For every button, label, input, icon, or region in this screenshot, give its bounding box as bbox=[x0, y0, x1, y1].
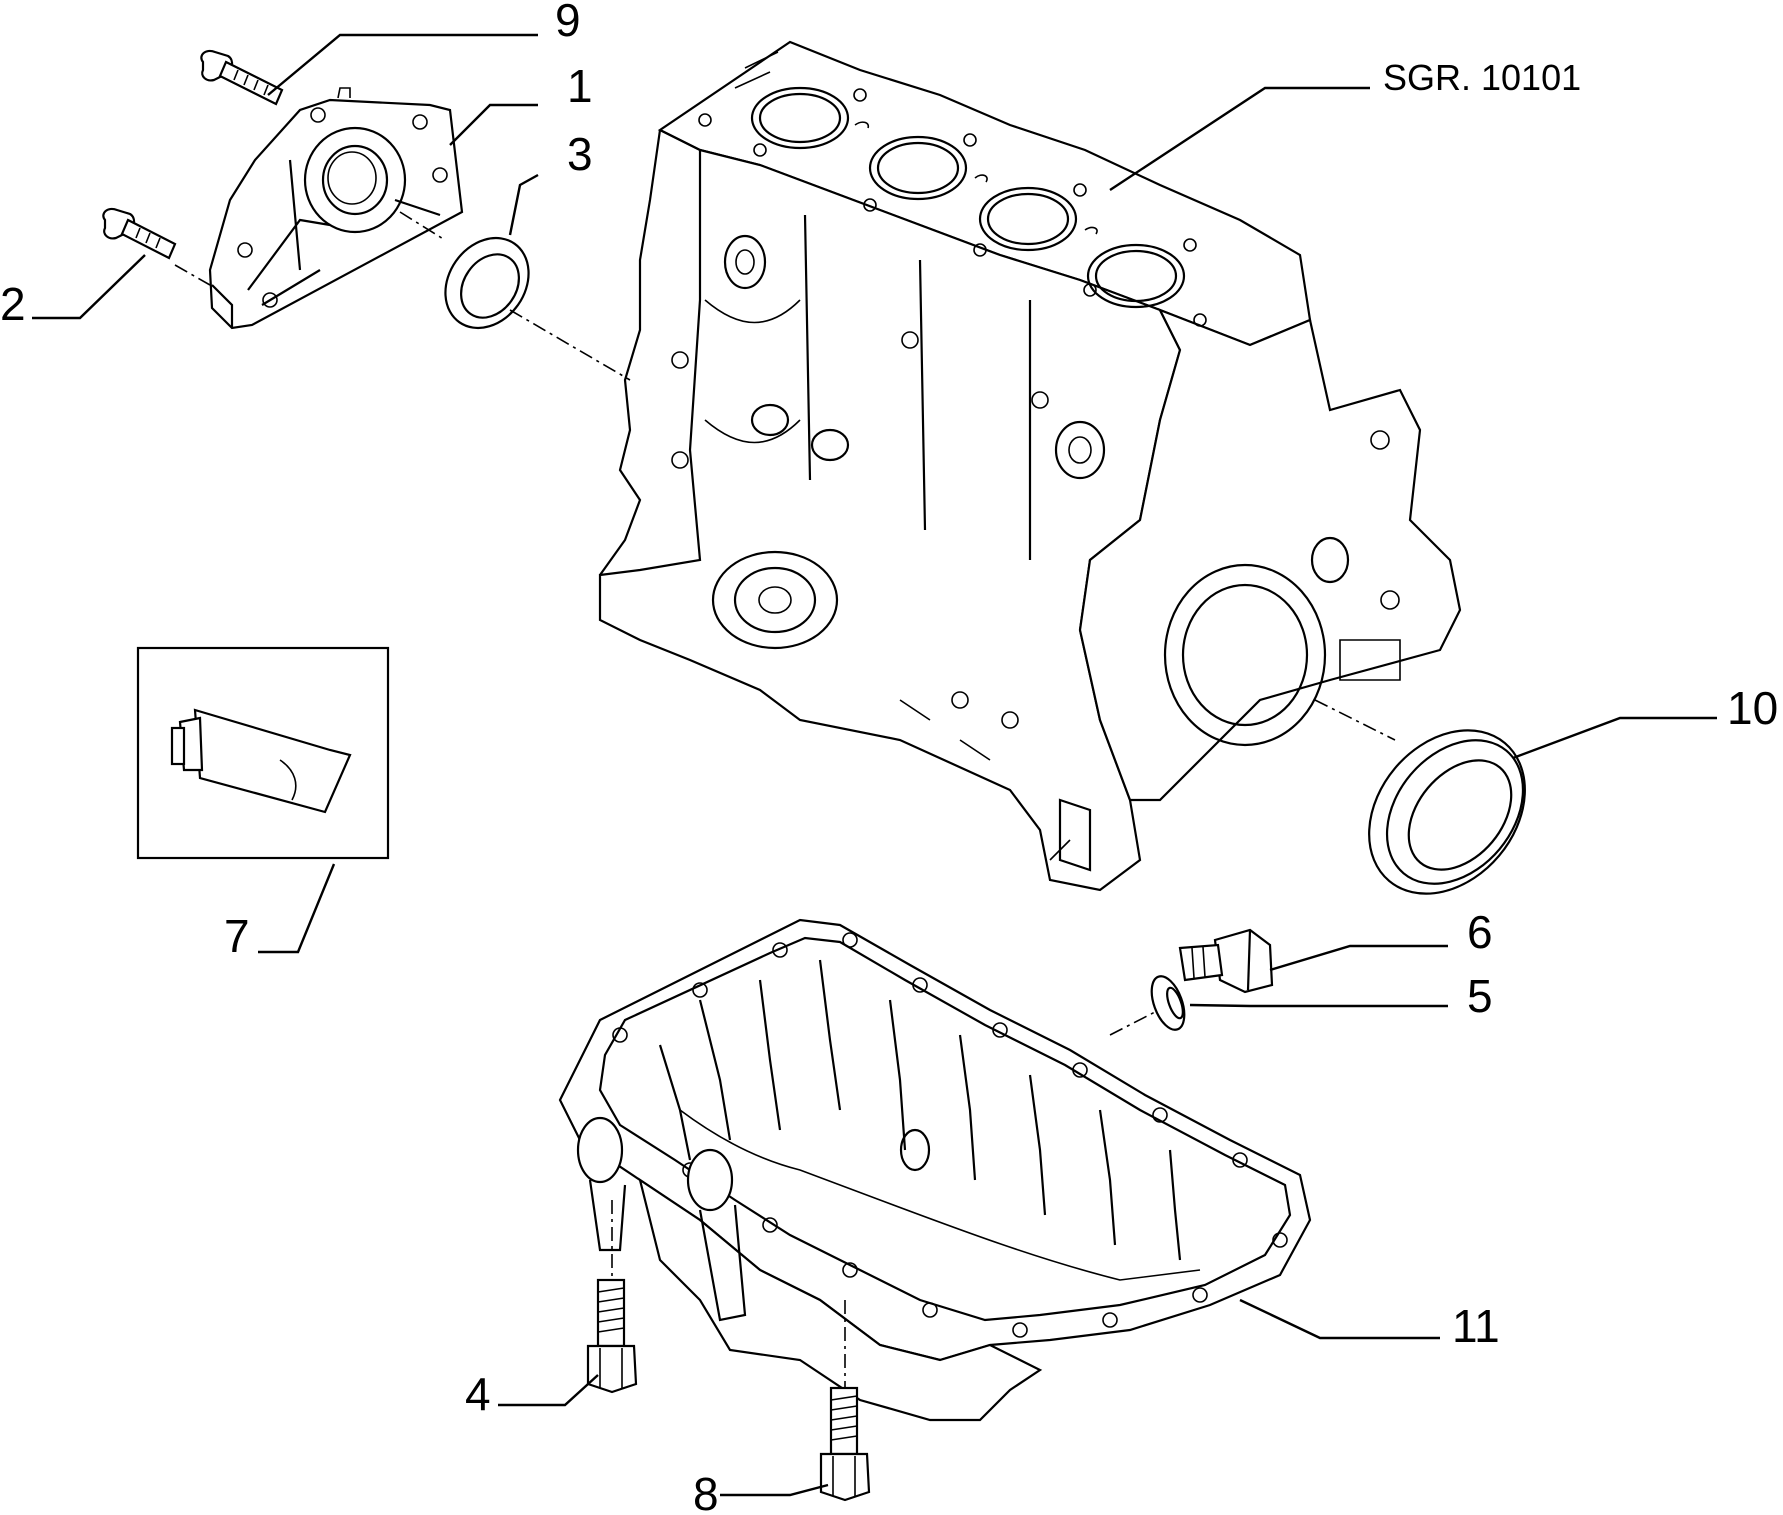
callout-2: 2 bbox=[0, 278, 26, 330]
engine-block bbox=[598, 40, 1462, 892]
sealant-box bbox=[136, 646, 390, 860]
sealant-tube-part-7 bbox=[136, 646, 390, 860]
drain-plug-part-6 bbox=[1178, 928, 1274, 994]
callout-5: 5 bbox=[1467, 970, 1493, 1022]
callout-9: 9 bbox=[555, 0, 581, 46]
bolt-part-9 bbox=[200, 49, 284, 106]
bolt-part-8 bbox=[819, 1386, 871, 1502]
rear-crankshaft-cover bbox=[208, 87, 464, 330]
callout-1: 1 bbox=[567, 60, 593, 112]
callout-11: 11 bbox=[1452, 1300, 1500, 1352]
assembly-centerlines bbox=[174, 211, 1396, 1388]
callout-3: 3 bbox=[567, 128, 593, 180]
bolt-part-4 bbox=[586, 1278, 638, 1394]
seal-ring-part-10 bbox=[1368, 729, 1526, 895]
callout-10: 10 bbox=[1727, 682, 1778, 734]
callout-4: 4 bbox=[465, 1368, 491, 1420]
reference-sgr: SGR. 10101 bbox=[1383, 57, 1581, 98]
bolt-part-2 bbox=[102, 207, 177, 260]
callout-6: 6 bbox=[1467, 906, 1493, 958]
callout-7: 7 bbox=[224, 910, 250, 962]
washer-part-5 bbox=[1150, 975, 1186, 1031]
leader-lines bbox=[32, 33, 1717, 1497]
callout-8: 8 bbox=[693, 1468, 719, 1515]
seal-ring-part-3 bbox=[444, 236, 530, 330]
oil-pan-part-11 bbox=[558, 918, 1312, 1422]
